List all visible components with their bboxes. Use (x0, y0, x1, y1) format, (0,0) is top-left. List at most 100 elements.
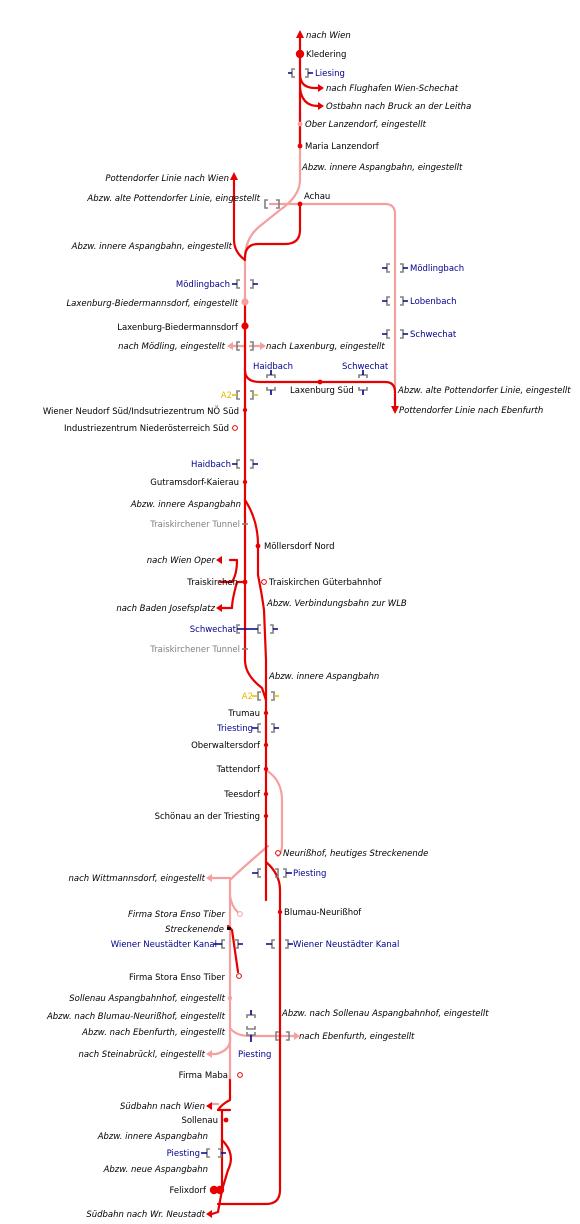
track-guterbahnhof-south (256, 573, 268, 902)
label-moedlingbach-l: Mödlingbach (176, 280, 230, 290)
station-maria-lanzendorf (297, 143, 303, 149)
arrow-ostbahn (318, 102, 324, 110)
label-trumau: Trumau (227, 709, 260, 719)
station-laxenburg-sued (317, 379, 323, 385)
station-kledering (295, 49, 305, 59)
disused-track-steinabrueckl (210, 1034, 232, 1056)
arrow-pottendorfer-wien (230, 172, 238, 180)
station-stora-enso-1 (237, 911, 243, 917)
label-streckenende: Streckenende (165, 925, 224, 935)
disused-track-wittmannsdorf (228, 844, 270, 1082)
label-suedbahn-wrn: Südbahn nach Wr. Neustadt (86, 1210, 205, 1220)
station-moellersdorf (255, 543, 261, 549)
label-stora-enso-2: Firma Stora Enso Tiber (129, 973, 226, 983)
track-tunnel-section (243, 538, 268, 702)
station-ober-lanzendorf (297, 121, 303, 127)
station-traisk-gbf (261, 579, 267, 585)
label-triesting-1: Triesting (216, 724, 253, 734)
label-wr-neudorf: Wiener Neudorf Süd/Indsutriezentrum NÖ S… (43, 406, 239, 417)
track-maba-spur (216, 1078, 232, 1112)
track-achau-curve (243, 202, 302, 260)
station-stora-enso-2 (236, 973, 242, 979)
arrow-flughafen (318, 84, 324, 92)
label-maria-lanzendorf: Maria Lanzendorf (305, 142, 380, 152)
disused-track-ebenfurth (228, 1026, 298, 1038)
label-abzw-neue: Abzw. neue Aspangbahn (103, 1165, 208, 1175)
arrow-nach-ebenfurth (294, 1032, 300, 1040)
label-schwechat-2: Schwechat (190, 625, 237, 635)
label-piesting-2: Piesting (238, 1050, 271, 1060)
label-suedbahn-wien: Südbahn nach Wien (120, 1102, 205, 1112)
station-tattendorf (263, 766, 269, 772)
label-neurisshof: Neurißhof, heutiges Streckenende (283, 849, 428, 859)
label-moellersdorf: Möllersdorf Nord (264, 542, 335, 552)
arrow-nach-laxenburg (260, 342, 266, 350)
label-piesting-3: Piesting (167, 1149, 200, 1159)
label-abzw-innere-1: Abzw. innere Aspangbahn, eingestellt (301, 163, 463, 173)
label-moedlingbach-r: Mödlingbach (410, 264, 464, 274)
track-laxenburg-sued (243, 368, 397, 410)
label-laxenburg: Laxenburg-Biedermannsdorf (117, 323, 239, 333)
label-abzw-sollenau-asp: Abzw. nach Sollenau Aspangbahnhof, einge… (281, 1009, 489, 1019)
track-neurisshof-felixdorf (216, 860, 282, 1206)
label-nach-wien-oper: nach Wien Oper (147, 556, 216, 566)
station-laxenburg (241, 322, 249, 330)
bridge-piesting-2 (246, 1014, 256, 1036)
disused-track-stora-enso-1 (228, 894, 242, 916)
label-stora-enso-1: Firma Stora Enso Tiber (128, 910, 226, 920)
bridge-laxenburg (236, 341, 254, 351)
arrowheads-red (206, 30, 399, 1218)
station-laxenburg-eing (241, 298, 249, 306)
track-wien-oper (218, 558, 239, 584)
station-felixdorf-a (209, 1185, 219, 1195)
label-haidbach-2: Haidbach (191, 460, 231, 470)
label-abzw-alte-pott-2: Abzw. alte Pottendorfer Linie, eingestel… (397, 386, 571, 396)
label-maba: Firma Maba (179, 1071, 228, 1081)
label-lobenbach: Lobenbach (410, 297, 456, 307)
track-pottendorfer-wien (232, 176, 247, 262)
label-nach-baden: nach Baden Josefsplatz (116, 604, 215, 614)
label-abzw-innere-4: Abzw. innere Aspangbahn (268, 672, 379, 682)
arrow-wien-oper (216, 556, 222, 564)
label-a2-2: A2 (242, 692, 253, 702)
label-gutramsdorf: Gutramsdorf-Kaierau (150, 478, 239, 488)
station-iz-noe (232, 425, 238, 431)
label-flughafen: nach Flughafen Wien-Schechat (326, 84, 459, 94)
label-ostbahn: Ostbahn nach Bruck an der Leitha (326, 102, 471, 112)
label-achau: Achau (304, 192, 330, 202)
station-traiskirchen (242, 579, 248, 585)
arrow-pott-ebenfurth (391, 406, 399, 414)
arrow-wittmannsdorf (206, 874, 212, 882)
station-maba (237, 1072, 243, 1078)
arrow-nach-moedling (227, 342, 233, 350)
station-neurisshof (275, 850, 281, 856)
label-traiskirchen: Traiskirchen (186, 578, 238, 588)
label-abzw-innere-3: Abzw. innere Aspangbahn (130, 500, 241, 510)
track-ostbahn (298, 86, 322, 108)
label-abzw-innere-5: Abzw. innere Aspangbahn (97, 1132, 208, 1142)
station-trumau (263, 710, 269, 716)
arrow-suedbahn-wrn (206, 1210, 212, 1218)
label-pottendorfer-wien: Pottendorfer Linie nach Wien (105, 174, 229, 184)
label-nach-wien: nach Wien (306, 31, 351, 41)
label-piesting-1: Piesting (293, 869, 326, 879)
track-innere-aspang-mid (243, 498, 260, 577)
arrow-suedbahn-wien (206, 1102, 212, 1110)
label-oberwaltersdorf: Oberwaltersdorf (191, 741, 261, 751)
label-tunnel-1: Traiskirchener Tunnel (149, 520, 240, 530)
arrow-nach-wien (296, 30, 304, 38)
station-felixdorf-b (215, 1185, 225, 1195)
label-abzw-wlb: Abzw. Verbindungsbahn zur WLB (266, 599, 407, 609)
label-wnk-l: Wiener Neustädter Kanal (111, 940, 217, 950)
bridges (201, 68, 408, 1158)
label-abzw-innere-2: Abzw. innere Aspangbahn, eingestellt (71, 242, 233, 252)
label-tunnel-2: Traiskirchener Tunnel (149, 645, 240, 655)
station-wr-neudorf (242, 407, 248, 413)
label-abzw-ebenfurth: Abzw. nach Ebenfurth, eingestellt (81, 1028, 226, 1038)
label-liesing: Liesing (315, 69, 345, 79)
label-kledering: Kledering (306, 50, 346, 60)
station-schoenau (263, 813, 269, 819)
disused-track-teesdorf-neurisshof (264, 768, 284, 858)
